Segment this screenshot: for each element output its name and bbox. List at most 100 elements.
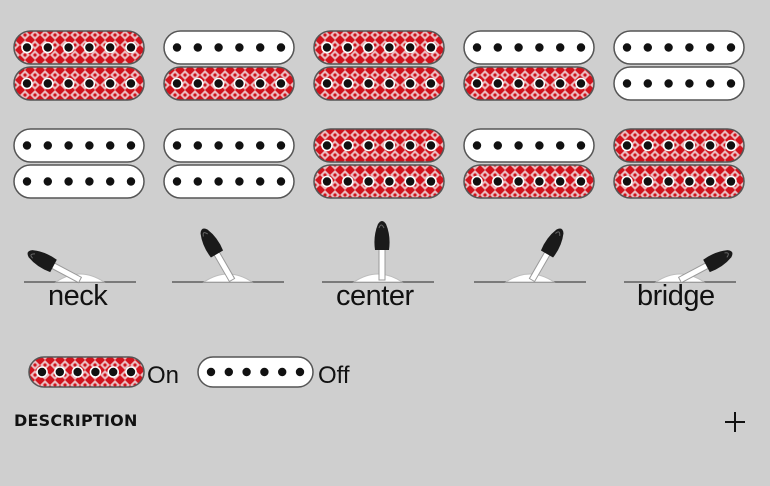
switch-tip [540, 228, 564, 258]
pole-piece [91, 367, 100, 377]
pole-piece [364, 79, 373, 88]
pole-piece [126, 177, 136, 186]
pole-piece [514, 79, 523, 88]
pole-piece [235, 141, 244, 150]
pole-piece [322, 43, 332, 52]
pole-piece [109, 367, 118, 377]
pole-piece [664, 141, 673, 150]
legend-off-coil [197, 356, 314, 388]
pole-piece [535, 43, 544, 52]
pole-piece [43, 43, 52, 52]
pole-piece [726, 43, 736, 52]
pole-piece [426, 43, 436, 52]
legend-on-label: On [147, 362, 180, 389]
pole-piece [85, 177, 94, 186]
pole-piece [726, 141, 736, 150]
top-pickup-lower-coil [463, 66, 595, 101]
switch-neck-middle [172, 228, 284, 283]
pole-piece [22, 43, 32, 52]
pole-piece [685, 177, 694, 186]
plus-icon[interactable] [722, 409, 748, 435]
pole-piece [193, 79, 202, 88]
pole-piece [43, 79, 52, 88]
pole-piece [64, 177, 73, 186]
top-pickup-lower-coil [613, 66, 745, 101]
pole-piece [172, 79, 182, 88]
pole-piece [385, 43, 394, 52]
pole-piece [85, 79, 94, 88]
top-pickup-lower-coil [13, 66, 145, 101]
pole-piece [364, 177, 373, 186]
pole-piece [43, 141, 52, 150]
pole-piece [514, 43, 523, 52]
pole-piece [276, 141, 286, 150]
pole-piece [172, 177, 182, 186]
pole-piece [214, 43, 223, 52]
pole-piece [106, 79, 115, 88]
pole-piece [235, 43, 244, 52]
pole-piece [664, 177, 673, 186]
pole-piece [276, 79, 286, 88]
pole-piece [514, 141, 523, 150]
pole-piece [193, 141, 202, 150]
pole-piece [426, 141, 436, 150]
switch-center [322, 221, 434, 283]
pole-piece [514, 177, 523, 186]
bottom-pickup-upper-coil [313, 128, 445, 163]
switch-label-bridge: bridge [637, 280, 715, 312]
pole-piece [493, 141, 502, 150]
pole-piece [214, 79, 223, 88]
pole-piece [664, 43, 673, 52]
pole-piece [576, 177, 586, 186]
pole-piece [576, 141, 586, 150]
pole-piece [172, 43, 182, 52]
pole-piece [535, 141, 544, 150]
pole-piece [64, 79, 73, 88]
pole-piece [426, 177, 436, 186]
pole-piece [106, 177, 115, 186]
pole-piece [322, 177, 332, 186]
pole-piece [622, 177, 632, 186]
pole-piece [726, 79, 736, 88]
pole-piece [343, 79, 352, 88]
pole-piece [172, 141, 182, 150]
bottom-pickup-lower-coil [13, 164, 145, 199]
pole-piece [664, 79, 673, 88]
pole-piece [73, 367, 82, 377]
pole-piece [685, 43, 694, 52]
top-pickup-upper-coil [13, 30, 145, 65]
pole-piece [556, 177, 565, 186]
pole-piece [726, 177, 736, 186]
pole-piece [556, 79, 565, 88]
pole-piece [55, 367, 64, 377]
pole-piece [535, 177, 544, 186]
pole-piece [364, 141, 373, 150]
switch-tip [200, 228, 224, 258]
pole-piece [493, 79, 502, 88]
pole-piece [278, 367, 287, 377]
pole-piece [37, 367, 47, 377]
switch-tip [374, 221, 390, 250]
description-heading[interactable]: DESCRIPTION [14, 411, 138, 430]
pole-piece [622, 141, 632, 150]
pole-piece [260, 367, 269, 377]
top-pickup-upper-coil [613, 30, 745, 65]
pole-piece [256, 79, 265, 88]
pole-piece [685, 141, 694, 150]
pole-piece [472, 177, 482, 186]
pole-piece [493, 177, 502, 186]
pole-piece [224, 367, 233, 377]
switch-tip [27, 250, 57, 273]
pole-piece [256, 177, 265, 186]
pole-piece [126, 43, 136, 52]
pole-piece [406, 79, 415, 88]
pole-piece [706, 141, 715, 150]
bottom-pickup-upper-coil [13, 128, 145, 163]
top-pickup-upper-coil [163, 30, 295, 65]
pole-piece [322, 79, 332, 88]
pole-piece [472, 141, 482, 150]
pole-piece [643, 141, 652, 150]
pole-piece [85, 141, 94, 150]
pole-piece [385, 79, 394, 88]
pole-piece [64, 141, 73, 150]
